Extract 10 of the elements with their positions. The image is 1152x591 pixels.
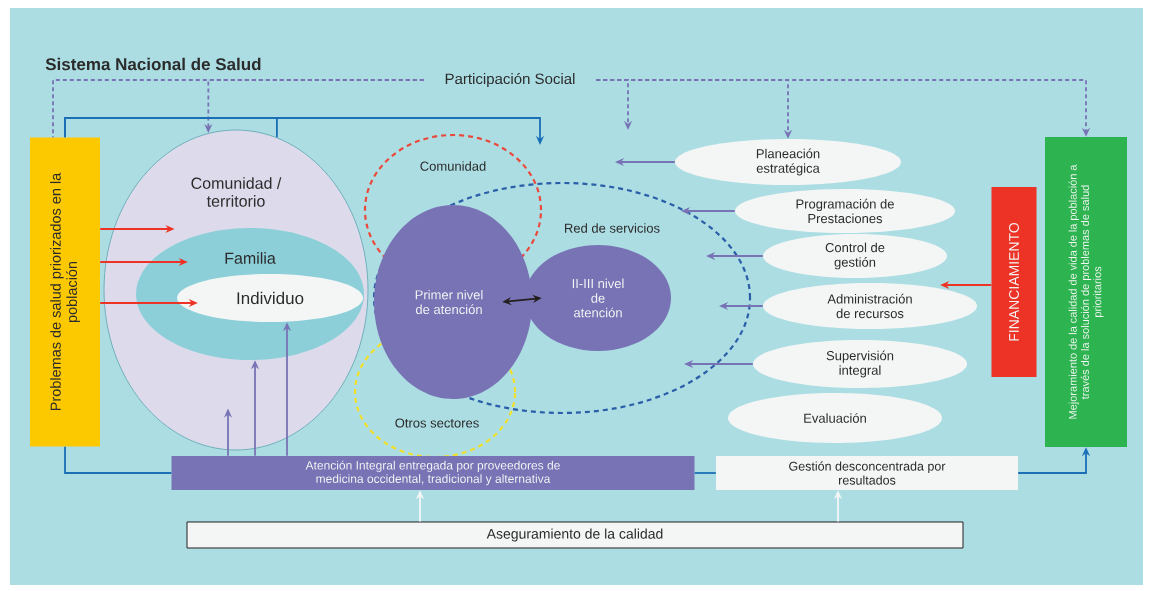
- section-label: Participación Social: [445, 72, 575, 88]
- outcome-box: Mejoramiento de la calidad de vida de la población a través de la solución de problemas de salud prioritarios: [1045, 137, 1127, 447]
- quality-bar: Aseguramiento de la calidad: [186, 521, 964, 549]
- management-box: Gestión desconcentrada por resultados: [716, 456, 1018, 490]
- connector-line: [64, 445, 173, 474]
- problem-box: Problemas de salud priorizados en la población: [30, 137, 100, 447]
- connector-line: [693, 472, 717, 474]
- financing-bar: FINANCIAMIENTO: [991, 187, 1037, 377]
- title: Sistema Nacional de Salud: [45, 57, 261, 71]
- care-bar: Atención Integral entregada por proveedores de medicina occidental, tradicional y alternativa: [171, 456, 695, 490]
